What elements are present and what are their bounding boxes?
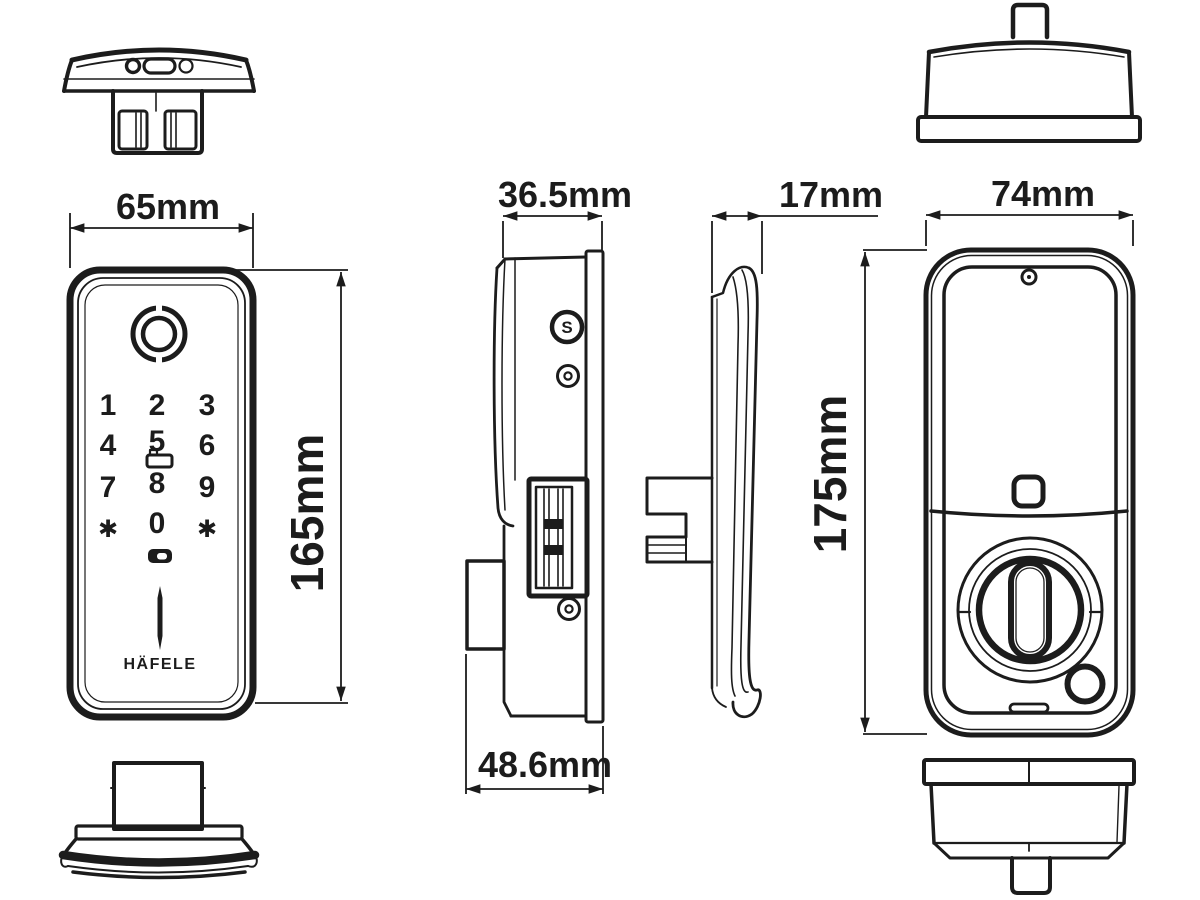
keypad-key-3: 3	[199, 389, 216, 422]
usb-port-icon	[142, 57, 177, 75]
mounting-tab	[645, 476, 714, 564]
dim-front-width: 65mm	[69, 186, 254, 268]
dim-rear-height-label: 175mm	[804, 395, 856, 554]
latch-bolt	[526, 476, 590, 599]
dim-side-depth: 36.5mm	[498, 174, 632, 258]
screw-upper-icon	[556, 364, 580, 388]
dim-front-height: 165mm	[155, 269, 348, 704]
keypad-key-2: 2	[149, 389, 166, 422]
doorbell-icon	[148, 549, 172, 563]
front-unit-bottom-view	[58, 761, 260, 880]
rear-unit-edge-view	[645, 265, 762, 719]
dim-side-depth-label: 36.5mm	[498, 174, 632, 215]
speaker-slot	[1008, 702, 1050, 714]
dim-side-total-depth-label: 48.6mm	[478, 744, 612, 785]
keypad-key-9: 9	[199, 471, 216, 504]
dim-side-total-depth: 48.6mm	[465, 654, 612, 794]
reset-hole-icon	[124, 57, 142, 75]
front-unit-side-view: S	[465, 249, 605, 724]
keypad-key-8: 8	[149, 467, 166, 500]
rear-unit-bottom-view	[922, 758, 1136, 895]
strike-box	[465, 559, 506, 651]
handle-groove	[157, 586, 163, 650]
keypad-key-6: 6	[199, 429, 216, 462]
function-button	[1011, 474, 1046, 509]
dim-rear-width: 74mm	[925, 173, 1134, 246]
thumbturn	[956, 536, 1104, 684]
set-screw-s-label: S	[561, 318, 572, 337]
brand-logo: HÄFELE	[124, 655, 197, 673]
rear-unit-top-view	[916, 2, 1142, 143]
led-hole-icon	[178, 58, 194, 74]
screw-lower-icon	[557, 597, 581, 621]
dim-rear-width-label: 74mm	[991, 173, 1095, 214]
keypad-key-4: 4	[100, 429, 117, 462]
dim-front-height-label: 165mm	[281, 434, 333, 593]
keypad-key-star-right: ✱	[197, 515, 217, 543]
side-button	[1064, 663, 1106, 705]
indicator-hole-icon	[1020, 268, 1038, 286]
keypad-key-star-left: ✱	[98, 515, 118, 543]
thumbturn-knob	[1008, 560, 1052, 660]
keypad-key-0: 0	[149, 507, 166, 540]
keypad: 1 2 3 4 5 6 7 8 9 ✱ 0 ✱	[98, 389, 217, 563]
panel-divider	[929, 509, 1129, 518]
fingerprint-scanner-icon	[130, 304, 188, 364]
dim-front-width-label: 65mm	[116, 186, 220, 227]
keypad-key-7: 7	[100, 471, 117, 504]
dim-rear-edge-thickness: 17mm	[711, 174, 883, 293]
dim-rear-edge-thickness-label: 17mm	[779, 174, 883, 215]
front-unit-front-view: 1 2 3 4 5 6 7 8 9 ✱ 0 ✱ HÄFELE	[66, 266, 257, 721]
front-unit-top-view	[62, 47, 256, 155]
rfid-card-icon	[145, 448, 174, 469]
set-screw-s-icon: S	[549, 309, 585, 345]
dim-rear-height: 175mm	[804, 249, 927, 735]
rear-unit-rear-view	[923, 247, 1136, 738]
keypad-key-1: 1	[100, 389, 117, 422]
